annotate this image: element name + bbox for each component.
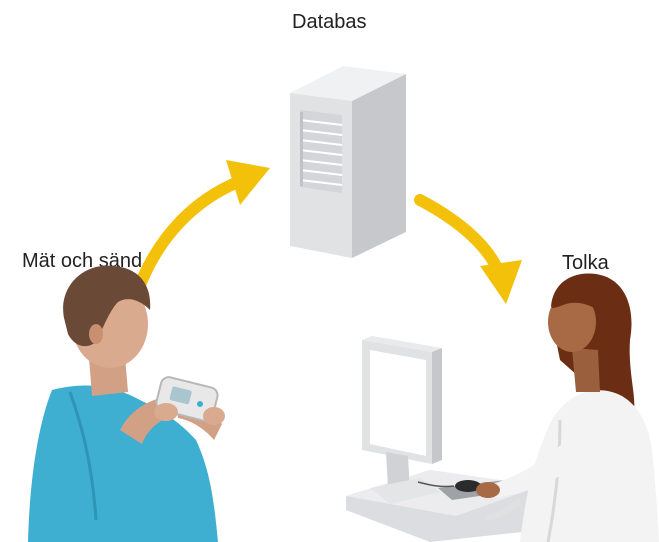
database-label: Databas — [292, 11, 367, 33]
clinician-figure — [476, 273, 659, 542]
arrow-up-right-icon — [134, 160, 270, 291]
server-tower-icon — [290, 66, 406, 258]
arrow-down-right-icon — [414, 194, 522, 304]
patient-figure — [28, 265, 225, 542]
interpret-label: Tolka — [562, 252, 609, 274]
